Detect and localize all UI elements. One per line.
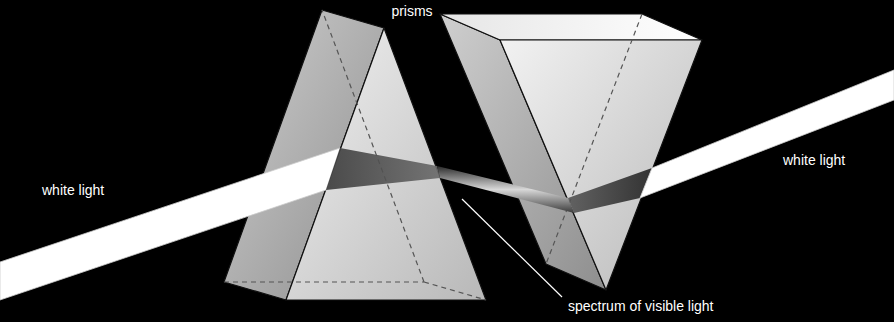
spectrum-band (437, 166, 574, 213)
callout-label: spectrum of visible light (566, 298, 716, 314)
title-label: prisms (389, 3, 434, 19)
white-beam-out (640, 70, 894, 198)
right-prism (440, 14, 702, 290)
left-prism (224, 10, 486, 300)
beam-label: white light (40, 182, 106, 198)
leader-line (462, 199, 562, 297)
beam-inside-left (326, 148, 440, 190)
beam-label: white light (781, 152, 847, 168)
white-beam-in (0, 148, 340, 300)
beam-inside-right (568, 168, 652, 213)
